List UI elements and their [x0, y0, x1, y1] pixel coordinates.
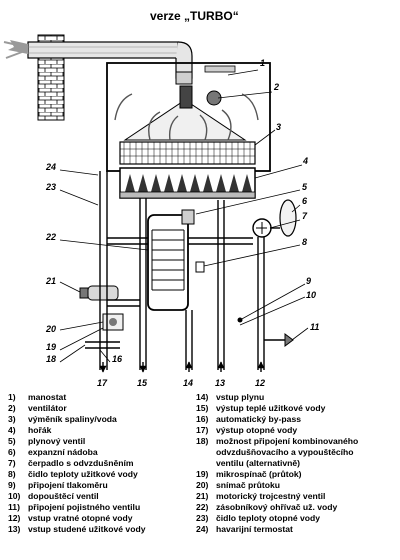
legend-item: 1)manostat [8, 392, 67, 402]
legend-item: 18)možnost připojení kombinovaného odvzd… [196, 436, 359, 468]
callout-number: 6 [302, 196, 308, 206]
legend-item: 15)výstup teplé užitkové vody [196, 403, 326, 413]
callout-number: 19 [46, 342, 56, 352]
microswitch [109, 318, 117, 326]
callout-number: 8 [302, 237, 307, 247]
callout-number: 18 [46, 354, 56, 364]
legend-left-column: 1)manostat 2)ventilátor 3)výměník spalin… [8, 392, 193, 535]
callout-number: 4 [302, 156, 308, 166]
callout-number: 20 [45, 324, 56, 334]
legend-item: 24)havarijní termostat [196, 524, 293, 534]
flue-pipe [27, 41, 193, 85]
legend-item: 23)čidlo teploty otopné vody [196, 513, 321, 523]
legend-item: 8)čidlo teploty užitkové vody [8, 469, 138, 479]
connection-arrows [99, 361, 265, 373]
legend-item: 9)připojení tlakoměru [8, 480, 108, 490]
legend-right-column: 14)vstup plynu 15)výstup teplé užitkové … [196, 392, 398, 535]
legend-item: 22)zásobníkový ohřívač už. vody [196, 502, 338, 512]
legend-item: 2)ventilátor [8, 403, 67, 413]
legend-item: 6)expanzní nádoba [8, 447, 98, 457]
connection-number: 17 [97, 378, 108, 388]
connection-number: 14 [183, 378, 193, 388]
dhw-sensor [195, 261, 205, 273]
callout-number: 5 [302, 182, 308, 192]
legend-item: 3)výměník spaliny/voda [8, 414, 117, 424]
callout-number: 9 [306, 276, 311, 286]
callout-number: 10 [306, 290, 316, 300]
airflow-curves [114, 93, 259, 141]
callout-number: 1 [260, 58, 265, 68]
callout-number: 21 [45, 276, 56, 286]
pipework [85, 171, 290, 370]
legend-item: 7)čerpadlo s odvzdušněním [8, 458, 134, 468]
bottom-connection-numbers: 17 15 14 13 12 [97, 378, 265, 388]
callout-number: 11 [310, 322, 319, 332]
legend-item: 16)automatický by-pass [196, 414, 302, 424]
safety-valve [284, 333, 294, 347]
connection-number: 13 [215, 378, 225, 388]
gas-valve [181, 209, 195, 225]
callout-number: 7 [302, 211, 308, 221]
diagram-title: verze „TURBO“ [150, 9, 239, 23]
legend-item: 19)mikrospínač (průtok) [196, 469, 302, 479]
exhaust-arrows [3, 40, 28, 59]
connection-number: 15 [137, 378, 148, 388]
callout-number: 22 [45, 232, 56, 242]
fan [179, 85, 193, 109]
storage-tank [147, 214, 189, 311]
callout-numbers: 1 2 3 4 5 6 7 8 9 10 11 24 23 22 21 20 1… [45, 58, 319, 364]
expansion-vessel [279, 199, 297, 237]
callout-number: 16 [112, 354, 123, 364]
callout-number: 3 [276, 122, 281, 132]
connection-number: 12 [255, 378, 265, 388]
legend-item: 21)motorický trojcestný ventil [196, 491, 326, 501]
boiler-diagram: verze „TURBO“ [3, 9, 319, 388]
heat-exchanger [119, 141, 256, 165]
legend-item: 13)vstup studené užitkové vody [8, 524, 146, 534]
fan-hood [123, 99, 247, 141]
legend-item: 5)plynový ventil [8, 436, 86, 446]
callout-number: 24 [45, 162, 56, 172]
legend-item: 10)dopouštěcí ventil [8, 491, 99, 501]
legend-item: 17)výstup otopné vody [196, 425, 298, 435]
legend-item: 14)vstup plynu [196, 392, 265, 402]
legend-item: 12)vstup vratné otopné vody [8, 513, 133, 523]
legend: 1)manostat 2)ventilátor 3)výměník spalin… [8, 392, 398, 558]
burner-flames [125, 174, 252, 192]
tank-coil [151, 229, 185, 291]
legend-item: 20)snímač průtoku [196, 480, 280, 490]
legend-item: 11)připojení pojistného ventilu [8, 502, 141, 512]
callout-number: 23 [45, 182, 56, 192]
legend-item: 4)hořák [8, 425, 52, 435]
callout-number: 2 [273, 82, 279, 92]
three-way-valve [79, 285, 119, 301]
burner [119, 191, 256, 199]
leader-lines [59, 69, 309, 363]
